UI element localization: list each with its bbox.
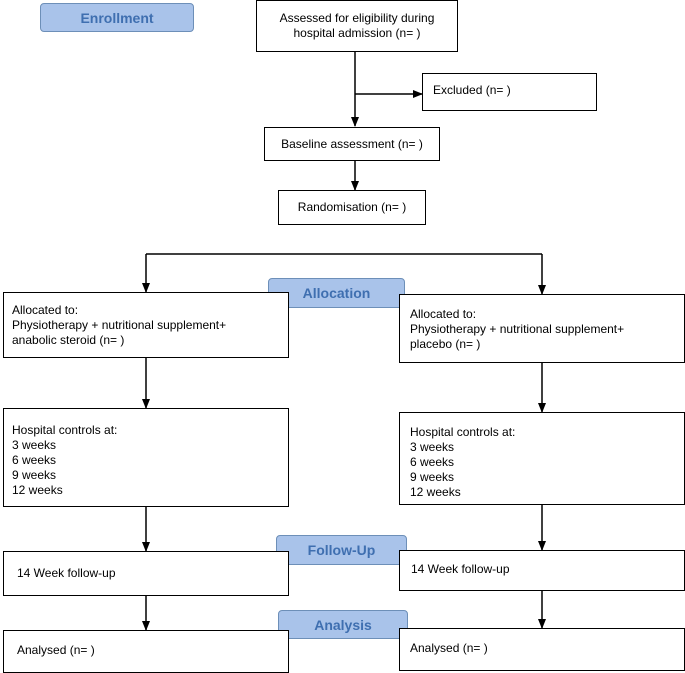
eligibility-line-1: Assessed for eligibility during <box>279 11 435 25</box>
right-controls-box: Hospital controls at: 3 weeks 6 weeks 9 … <box>399 412 685 505</box>
eligibility-box: Assessed for eligibility during hospital… <box>256 0 458 52</box>
right-followup-label: 14 Week follow-up <box>411 562 510 576</box>
baseline-box: Baseline assessment (n= ) <box>264 127 440 161</box>
eligibility-line-2: hospital admission (n= ) <box>293 26 421 40</box>
right-controls-line-5: 12 weeks <box>410 485 461 499</box>
right-allocation-line-1: Allocated to: <box>410 307 477 321</box>
left-allocation-line-2: Physiotherapy + nutritional supplement+ <box>12 318 227 332</box>
stage-enrollment: Enrollment <box>40 3 194 32</box>
baseline-label: Baseline assessment (n= ) <box>281 136 423 151</box>
randomisation-box: Randomisation (n= ) <box>278 190 426 225</box>
excluded-label: Excluded (n= ) <box>433 83 511 97</box>
excluded-box: Excluded (n= ) <box>422 73 597 111</box>
stage-analysis: Analysis <box>278 610 408 639</box>
right-analysed-box: Analysed (n= ) <box>399 628 685 671</box>
right-controls-line-4: 9 weeks <box>410 470 455 484</box>
left-controls-box: Hospital controls at: 3 weeks 6 weeks 9 … <box>3 408 289 507</box>
left-allocation-box: Allocated to: Physiotherapy + nutritiona… <box>3 292 289 358</box>
left-followup-box: 14 Week follow-up <box>3 551 289 596</box>
left-analysed-label: Analysed (n= ) <box>17 643 95 657</box>
right-allocation-box: Allocated to: Physiotherapy + nutritiona… <box>399 294 685 363</box>
left-allocation-line-1: Allocated to: <box>12 303 79 317</box>
left-controls-line-4: 9 weeks <box>12 468 57 482</box>
right-controls-line-2: 3 weeks <box>410 440 455 454</box>
right-analysed-label: Analysed (n= ) <box>410 641 488 655</box>
left-controls-line-3: 6 weeks <box>12 453 57 467</box>
left-analysed-box: Analysed (n= ) <box>3 630 289 673</box>
right-followup-box: 14 Week follow-up <box>399 550 685 591</box>
stage-allocation: Allocation <box>268 278 405 308</box>
left-allocation-line-3: anabolic steroid (n= ) <box>12 333 125 347</box>
right-controls-line-1: Hospital controls at: <box>410 425 516 439</box>
left-controls-line-2: 3 weeks <box>12 438 57 452</box>
left-followup-label: 14 Week follow-up <box>17 566 116 580</box>
right-allocation-line-2: Physiotherapy + nutritional supplement+ <box>410 322 625 336</box>
left-controls-line-5: 12 weeks <box>12 483 63 497</box>
right-allocation-line-3: placebo (n= ) <box>410 337 481 351</box>
randomisation-label: Randomisation (n= ) <box>297 200 407 214</box>
right-controls-line-3: 6 weeks <box>410 455 455 469</box>
left-controls-line-1: Hospital controls at: <box>12 423 118 437</box>
stage-follow-up: Follow-Up <box>276 535 407 565</box>
